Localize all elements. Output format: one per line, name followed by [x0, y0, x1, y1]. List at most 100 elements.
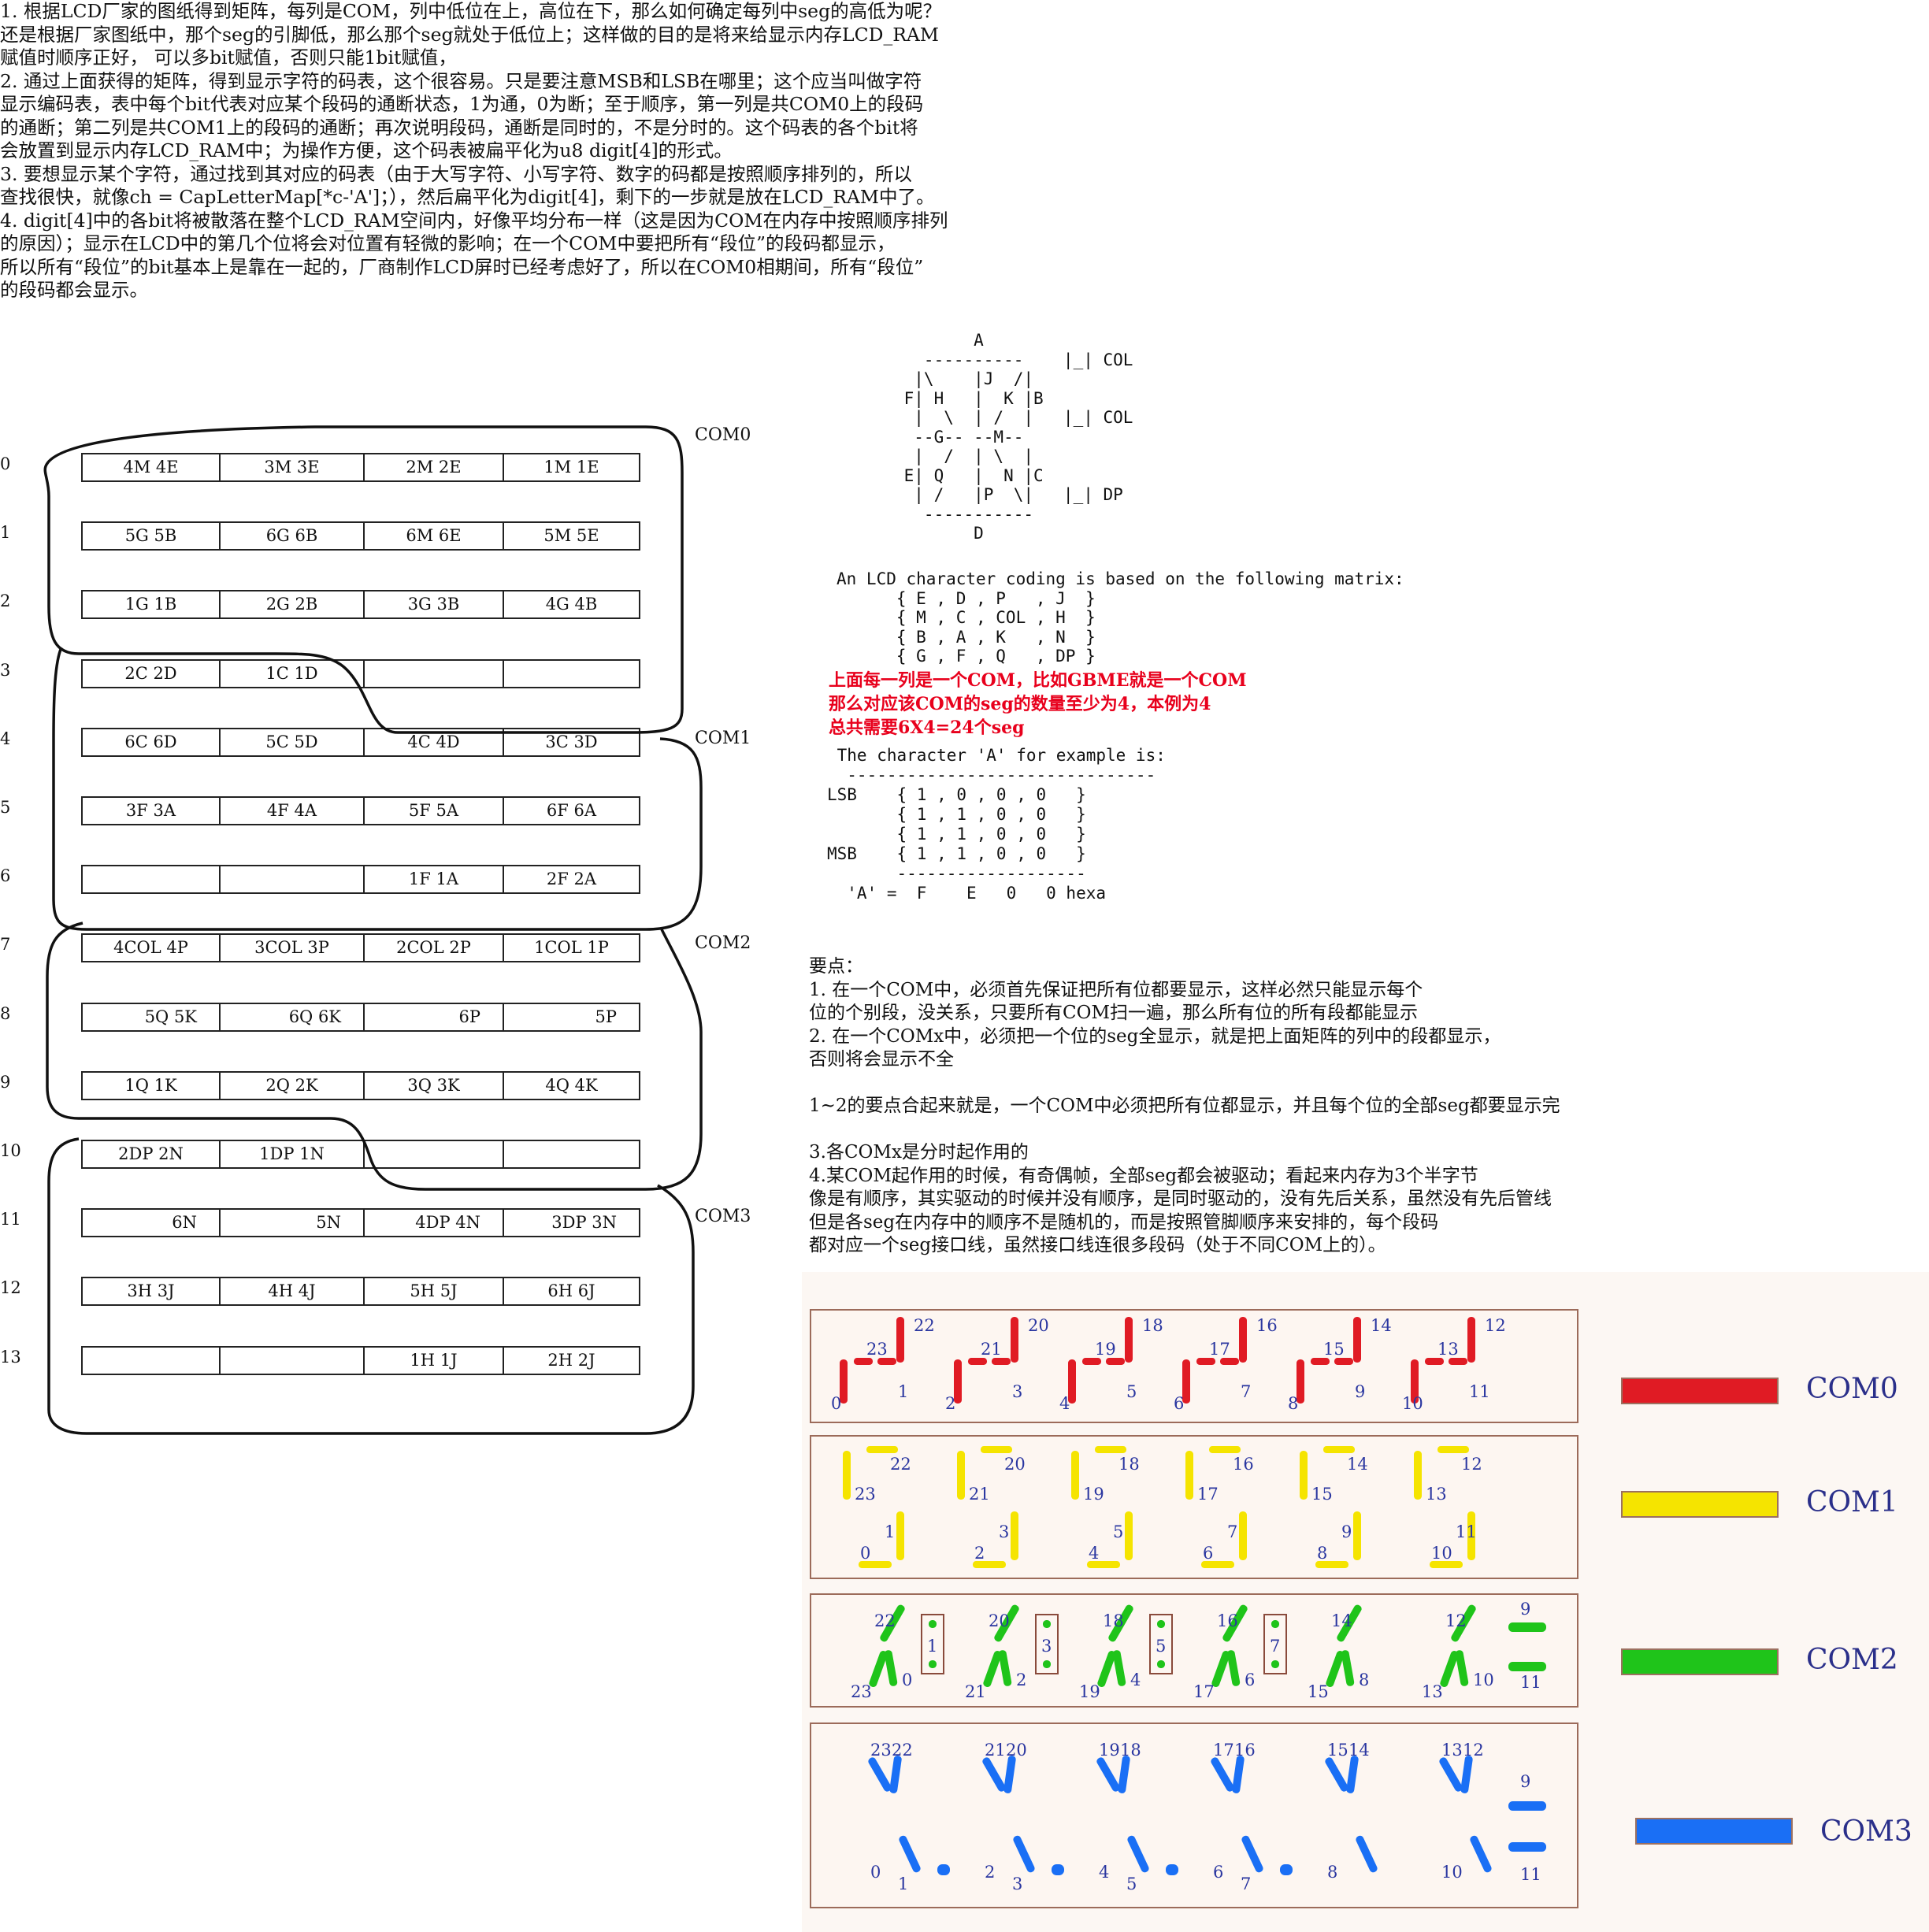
key-point-line: 2. 在一个COMx中，必须把一个位的seg全显示，就是把上面矩阵的列中的段都显…	[809, 1025, 1501, 1047]
key-points: 要点：1. 在一个COM中，必须首先保证把所有位都要显示，这样必然只能显示每个位…	[809, 955, 1560, 1258]
com1-right-lower	[896, 1511, 904, 1560]
table-cell: 2COL 2P	[365, 935, 504, 962]
table-cell: 2H 2J	[547, 1350, 595, 1370]
com0-horizontal	[1334, 1358, 1353, 1365]
segment-number: 0	[902, 1671, 912, 1689]
com3-diagonal-upper-right	[1003, 1756, 1016, 1793]
com3-dash	[1508, 1801, 1546, 1811]
segment-number: 6	[1245, 1671, 1255, 1689]
com0-label: COM0	[695, 425, 751, 445]
key-point-line	[809, 1118, 1560, 1142]
com2-vertical-lower	[1341, 1650, 1355, 1686]
com3-diagonal-lower	[899, 1835, 921, 1873]
matrix-description: An LCD character coding is based on the …	[837, 569, 1404, 666]
intro-line: 查找很快，就像ch = CapLetterMap[*c-'A']；），然后扁平化…	[0, 186, 935, 208]
segment-number: 22	[892, 1741, 913, 1760]
com2-diagonal-lower	[1440, 1651, 1459, 1687]
segment-number: 1	[885, 1522, 895, 1541]
table-cell: 6M 6E	[365, 523, 504, 550]
legend-com2-label: COM2	[1806, 1644, 1898, 1676]
segment-number: 2	[974, 1544, 985, 1563]
com3-loop	[47, 1137, 695, 1435]
segment-number: 20	[1028, 1316, 1049, 1335]
segment-number: 5	[1126, 1382, 1137, 1401]
com0-right-vertical	[896, 1317, 904, 1363]
com1-left-upper	[1185, 1451, 1193, 1500]
com0-loop	[43, 425, 684, 734]
com2-vertical-lower	[1455, 1650, 1469, 1686]
row-number: 7	[0, 935, 11, 955]
colon-dot	[1157, 1620, 1165, 1628]
segment-number: 8	[1317, 1544, 1327, 1563]
segment-number: 13	[1426, 1485, 1447, 1504]
com2-diagonal-lower	[1326, 1651, 1345, 1687]
segment-number: 12	[1461, 1455, 1482, 1474]
table-cell: 3Q 3K	[365, 1072, 504, 1099]
com1-top	[981, 1446, 1012, 1453]
com0-left-vertical	[1297, 1359, 1304, 1404]
table-cell	[221, 1347, 365, 1374]
com2-vertical-lower	[884, 1650, 898, 1686]
intro-line: 还是根据厂家图纸中，那个seg的引脚低，那么那个seg就处于低位上；这样做的目的…	[0, 23, 939, 46]
com0-horizontal	[1220, 1358, 1239, 1365]
segment-number: 22	[914, 1316, 935, 1335]
table-cell: 1Q 1K	[83, 1072, 221, 1099]
com2-diagonal-upper	[1451, 1604, 1476, 1642]
com1-label: COM1	[695, 729, 751, 748]
com1-top	[1209, 1446, 1241, 1453]
segment-number: 0	[860, 1544, 870, 1563]
segment-number: 17	[1213, 1741, 1234, 1760]
com3-label: COM3	[695, 1207, 751, 1226]
legend-com3-swatch	[1635, 1818, 1793, 1845]
segment-number: 8	[1359, 1671, 1369, 1689]
legend-com0-swatch	[1621, 1378, 1779, 1404]
com1-left-upper	[1300, 1451, 1308, 1500]
legend-com1-swatch	[1621, 1491, 1779, 1518]
table-cell: 5M 5E	[543, 526, 599, 546]
red-notes: 上面每一列是一个COM，比如GBME就是一个COM 那么对应该COM的seg的数…	[829, 669, 1247, 740]
com3-diagonal-upper-right	[889, 1756, 902, 1793]
segment-number: 11	[1520, 1865, 1541, 1884]
colon-box	[1263, 1614, 1287, 1674]
table-cell: 6Q 6K	[221, 1003, 365, 1030]
intro-line: 显示编码表，表中每个bit代表对应某个段码的通断状态，1为通，0为断；至于顺序，…	[0, 93, 924, 115]
com1-left-upper	[843, 1451, 851, 1500]
com3-dash	[1508, 1842, 1546, 1852]
table-cell: 6H 6J	[547, 1281, 595, 1301]
colon-box	[921, 1614, 944, 1674]
com0-horizontal	[1425, 1358, 1444, 1365]
segment-number: 1	[898, 1382, 908, 1401]
table-cell: 4COL 4P	[83, 935, 221, 962]
segment-number: 22	[874, 1611, 896, 1630]
red-note: 上面每一列是一个COM，比如GBME就是一个COM	[829, 670, 1247, 691]
table-cell: 1COL 1P	[534, 938, 609, 958]
key-point-line: 3.各COMx是分时起作用的	[809, 1142, 1029, 1163]
segment-number: 18	[1142, 1316, 1163, 1335]
com1-right-lower	[1467, 1511, 1475, 1560]
table-cell	[221, 866, 365, 893]
segment-number: 0	[831, 1394, 841, 1413]
table-cell: 5Q 5K	[83, 1003, 221, 1030]
segment-number: 10	[1473, 1671, 1494, 1689]
key-point-line: 4.某COM起作用的时候，有奇偶帧，全部seg都会被驱动；看起来内存为3个半字节	[809, 1165, 1478, 1186]
segment-number: 8	[1288, 1394, 1298, 1413]
segment-number: 3	[1012, 1382, 1022, 1401]
segment-number: 3	[999, 1522, 1009, 1541]
table-cell: 4M 4E	[83, 454, 221, 480]
com1-top	[1437, 1446, 1469, 1453]
colon-box	[1035, 1614, 1059, 1674]
com3-point	[1052, 1864, 1064, 1875]
segment-number: 12	[1485, 1316, 1506, 1335]
table-cell: 3F 3A	[83, 798, 221, 824]
row-number: 1	[0, 523, 11, 543]
row-number: 13	[0, 1347, 21, 1366]
segment-number: 7	[1241, 1382, 1251, 1401]
key-point-line: 都对应一个seg接口线，虽然接口线连很多段码（处于不同COM上的）。	[809, 1235, 1386, 1255]
segment-number: 19	[1095, 1340, 1116, 1359]
segment-number: 14	[1331, 1611, 1352, 1630]
row-number: 6	[0, 866, 11, 886]
com0-horizontal	[877, 1358, 896, 1365]
com3-diagonal-lower	[1241, 1835, 1263, 1873]
